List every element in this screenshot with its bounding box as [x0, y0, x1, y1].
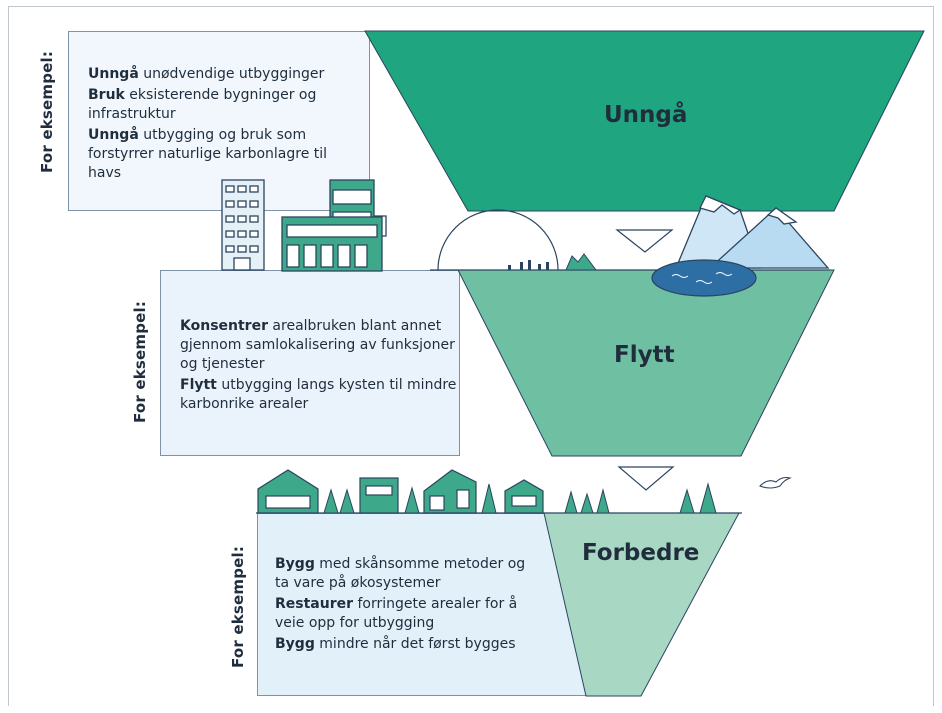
arrow-down-2	[617, 466, 675, 491]
arrow-down-1	[615, 229, 674, 253]
example-item: Bruk eksisterende bygninger og infrastru…	[88, 87, 317, 122]
distant-skyline	[508, 260, 549, 270]
tree-cluster-small	[565, 253, 597, 271]
example-item: Flytt utbygging langs kysten til mindre …	[180, 377, 457, 412]
lake	[651, 259, 757, 297]
example-box-forbedre	[257, 513, 587, 696]
dome-outline	[437, 209, 559, 271]
figure-frame	[8, 6, 934, 706]
example-list-unnga: Unngå unødvendige utbygginger Bruk eksis…	[88, 65, 358, 185]
example-item: Konsentrer arealbruken blant annet gjenn…	[180, 318, 455, 372]
example-item: Bygg med skånsomme metoder og ta vare på…	[275, 556, 526, 591]
side-label-forbedre: For eksempel:	[229, 545, 247, 668]
village-trees	[323, 482, 717, 514]
bird-icon	[759, 476, 792, 489]
example-item: Restaurer forringete arealer for å veie …	[275, 596, 518, 631]
label-flytt: Flytt	[614, 342, 675, 368]
label-unnga: Unngå	[604, 102, 688, 128]
low-building	[281, 216, 383, 272]
example-item: Unngå utbygging og bruk som forstyrrer n…	[88, 127, 328, 181]
label-forbedre: Forbedre	[582, 540, 700, 566]
side-label-unnga: For eksempel:	[38, 50, 56, 173]
side-label-flytt: For eksempel:	[131, 300, 149, 423]
unnga-band	[364, 30, 925, 212]
example-item: Unngå unødvendige utbygginger	[88, 66, 325, 82]
example-item: Bygg mindre når det først bygges	[275, 636, 516, 652]
example-box-flytt	[160, 270, 460, 456]
apartment-building	[221, 179, 265, 271]
example-box-unnga	[68, 31, 370, 211]
example-list-forbedre: Bygg med skånsomme metoder og ta vare på…	[275, 555, 535, 656]
village-houses	[257, 469, 544, 514]
example-list-flytt: Konsentrer arealbruken blant annet gjenn…	[180, 317, 460, 416]
